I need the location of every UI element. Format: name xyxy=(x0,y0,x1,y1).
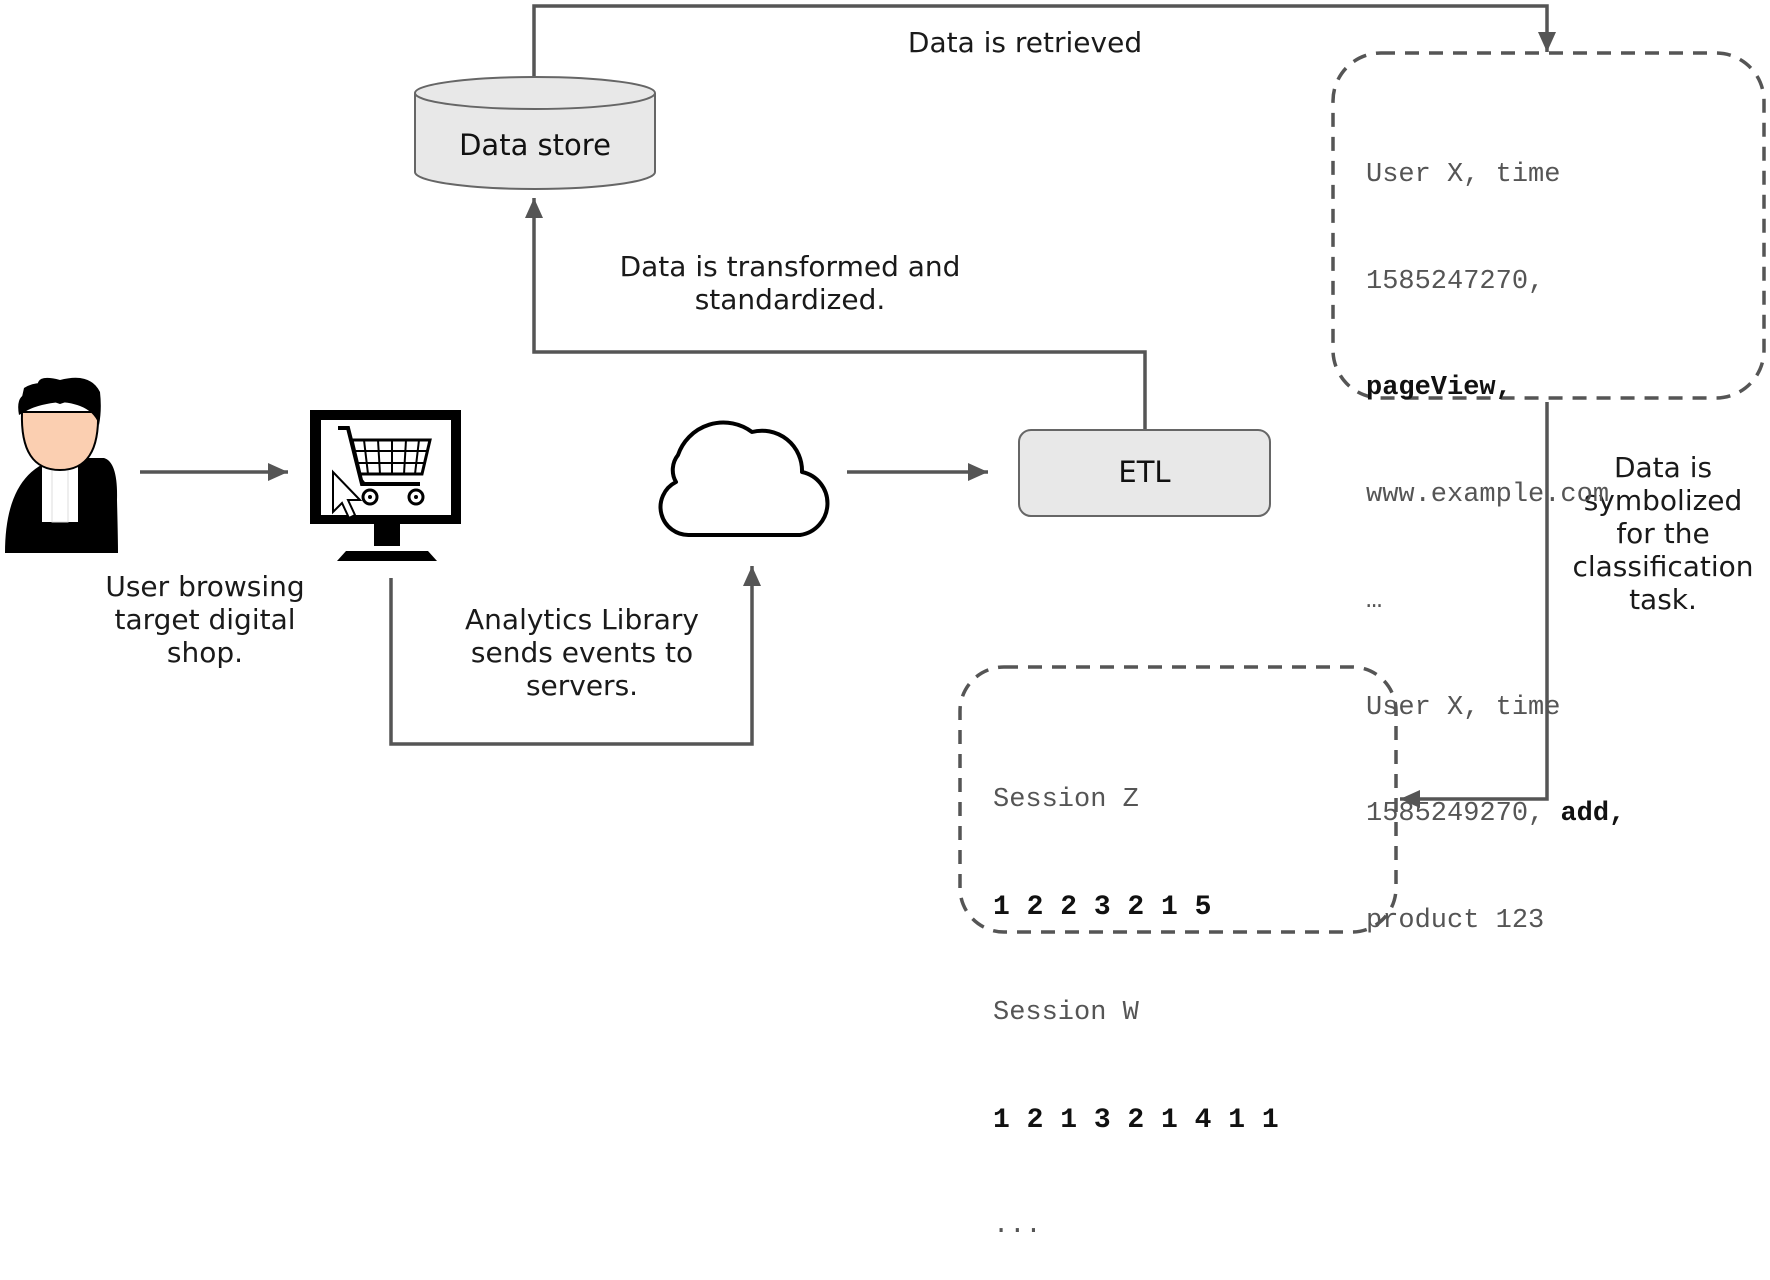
session-z-name: Session Z xyxy=(993,785,1139,815)
etl-box xyxy=(1018,429,1271,517)
analytics-connector xyxy=(389,566,761,746)
raw-line-7-pre: 1585249270, xyxy=(1366,799,1561,829)
cloud-icon xyxy=(658,420,830,538)
symbolized-line-4: classification xyxy=(1572,550,1754,583)
raw-events-text: User X, time 1585247270, pageView, www.e… xyxy=(1366,87,1625,975)
raw-line-8: product 123 xyxy=(1366,905,1545,936)
raw-event-add: add xyxy=(1560,799,1610,829)
transform-connector xyxy=(525,198,1147,432)
raw-line-1: User X, time xyxy=(1366,160,1561,190)
raw-line-3: pageView, xyxy=(1366,371,1625,407)
user-browsing-label: User browsing target digital shop. xyxy=(70,570,340,669)
shopping-cart-monitor-icon xyxy=(310,410,461,561)
analytics-line-3: servers. xyxy=(525,669,639,702)
sessions-text: Session Z 1 2 2 3 2 1 5 Session W 1 2 1 … xyxy=(993,712,1279,1280)
user-icon xyxy=(5,377,118,553)
raw-event-pageview: pageView xyxy=(1366,373,1496,403)
raw-line-3-comma: , xyxy=(1495,373,1512,403)
raw-line-7-comma: , xyxy=(1609,799,1626,829)
symbolize-connector xyxy=(1400,402,1549,808)
data-retrieved-label: Data is retrieved xyxy=(907,26,1143,59)
data-transformed-line-1: Data is transformed and xyxy=(619,250,961,283)
raw-line-2: 1585247270, xyxy=(1366,266,1545,297)
data-transformed-label: Data is transformed and standardized. xyxy=(575,250,1005,316)
sessions-box xyxy=(958,665,1398,934)
analytics-library-label: Analytics Library sends events to server… xyxy=(432,603,732,702)
database-cylinder-icon xyxy=(414,76,656,190)
analytics-line-1: Analytics Library xyxy=(465,603,699,636)
user-line-3: shop. xyxy=(166,636,244,669)
user-line-2: target digital xyxy=(114,603,296,636)
symbolized-line-2: symbolized xyxy=(1583,484,1743,517)
retrieve-connector xyxy=(532,4,1556,80)
data-store-label: Data store xyxy=(459,128,611,162)
user-line-1: User browsing xyxy=(105,570,305,603)
pipeline-diagram xyxy=(5,4,1766,934)
session-z-sequence: 1 2 2 3 2 1 5 xyxy=(993,891,1212,923)
raw-line-7: 1585249270, add, xyxy=(1366,797,1625,833)
analytics-line-2: sends events to xyxy=(470,636,694,669)
raw-events-box xyxy=(1331,51,1766,400)
data-symbolized-label: Data is symbolized for the classificatio… xyxy=(1558,451,1768,616)
sessions-more: ... xyxy=(993,1211,1042,1241)
session-w-name: Session W xyxy=(993,998,1139,1028)
raw-line-4: www.example.com xyxy=(1366,479,1610,510)
session-w-sequence: 1 2 1 3 2 1 4 1 1 xyxy=(993,1104,1279,1136)
data-transformed-line-2: standardized. xyxy=(694,283,886,316)
raw-line-5: … xyxy=(1366,586,1383,616)
symbolized-line-5: task. xyxy=(1629,583,1697,616)
symbolized-line-1: Data is xyxy=(1613,451,1713,484)
etl-label: ETL xyxy=(1118,455,1171,489)
symbolized-line-3: for the xyxy=(1616,517,1710,550)
raw-line-6: User X, time xyxy=(1366,692,1561,723)
